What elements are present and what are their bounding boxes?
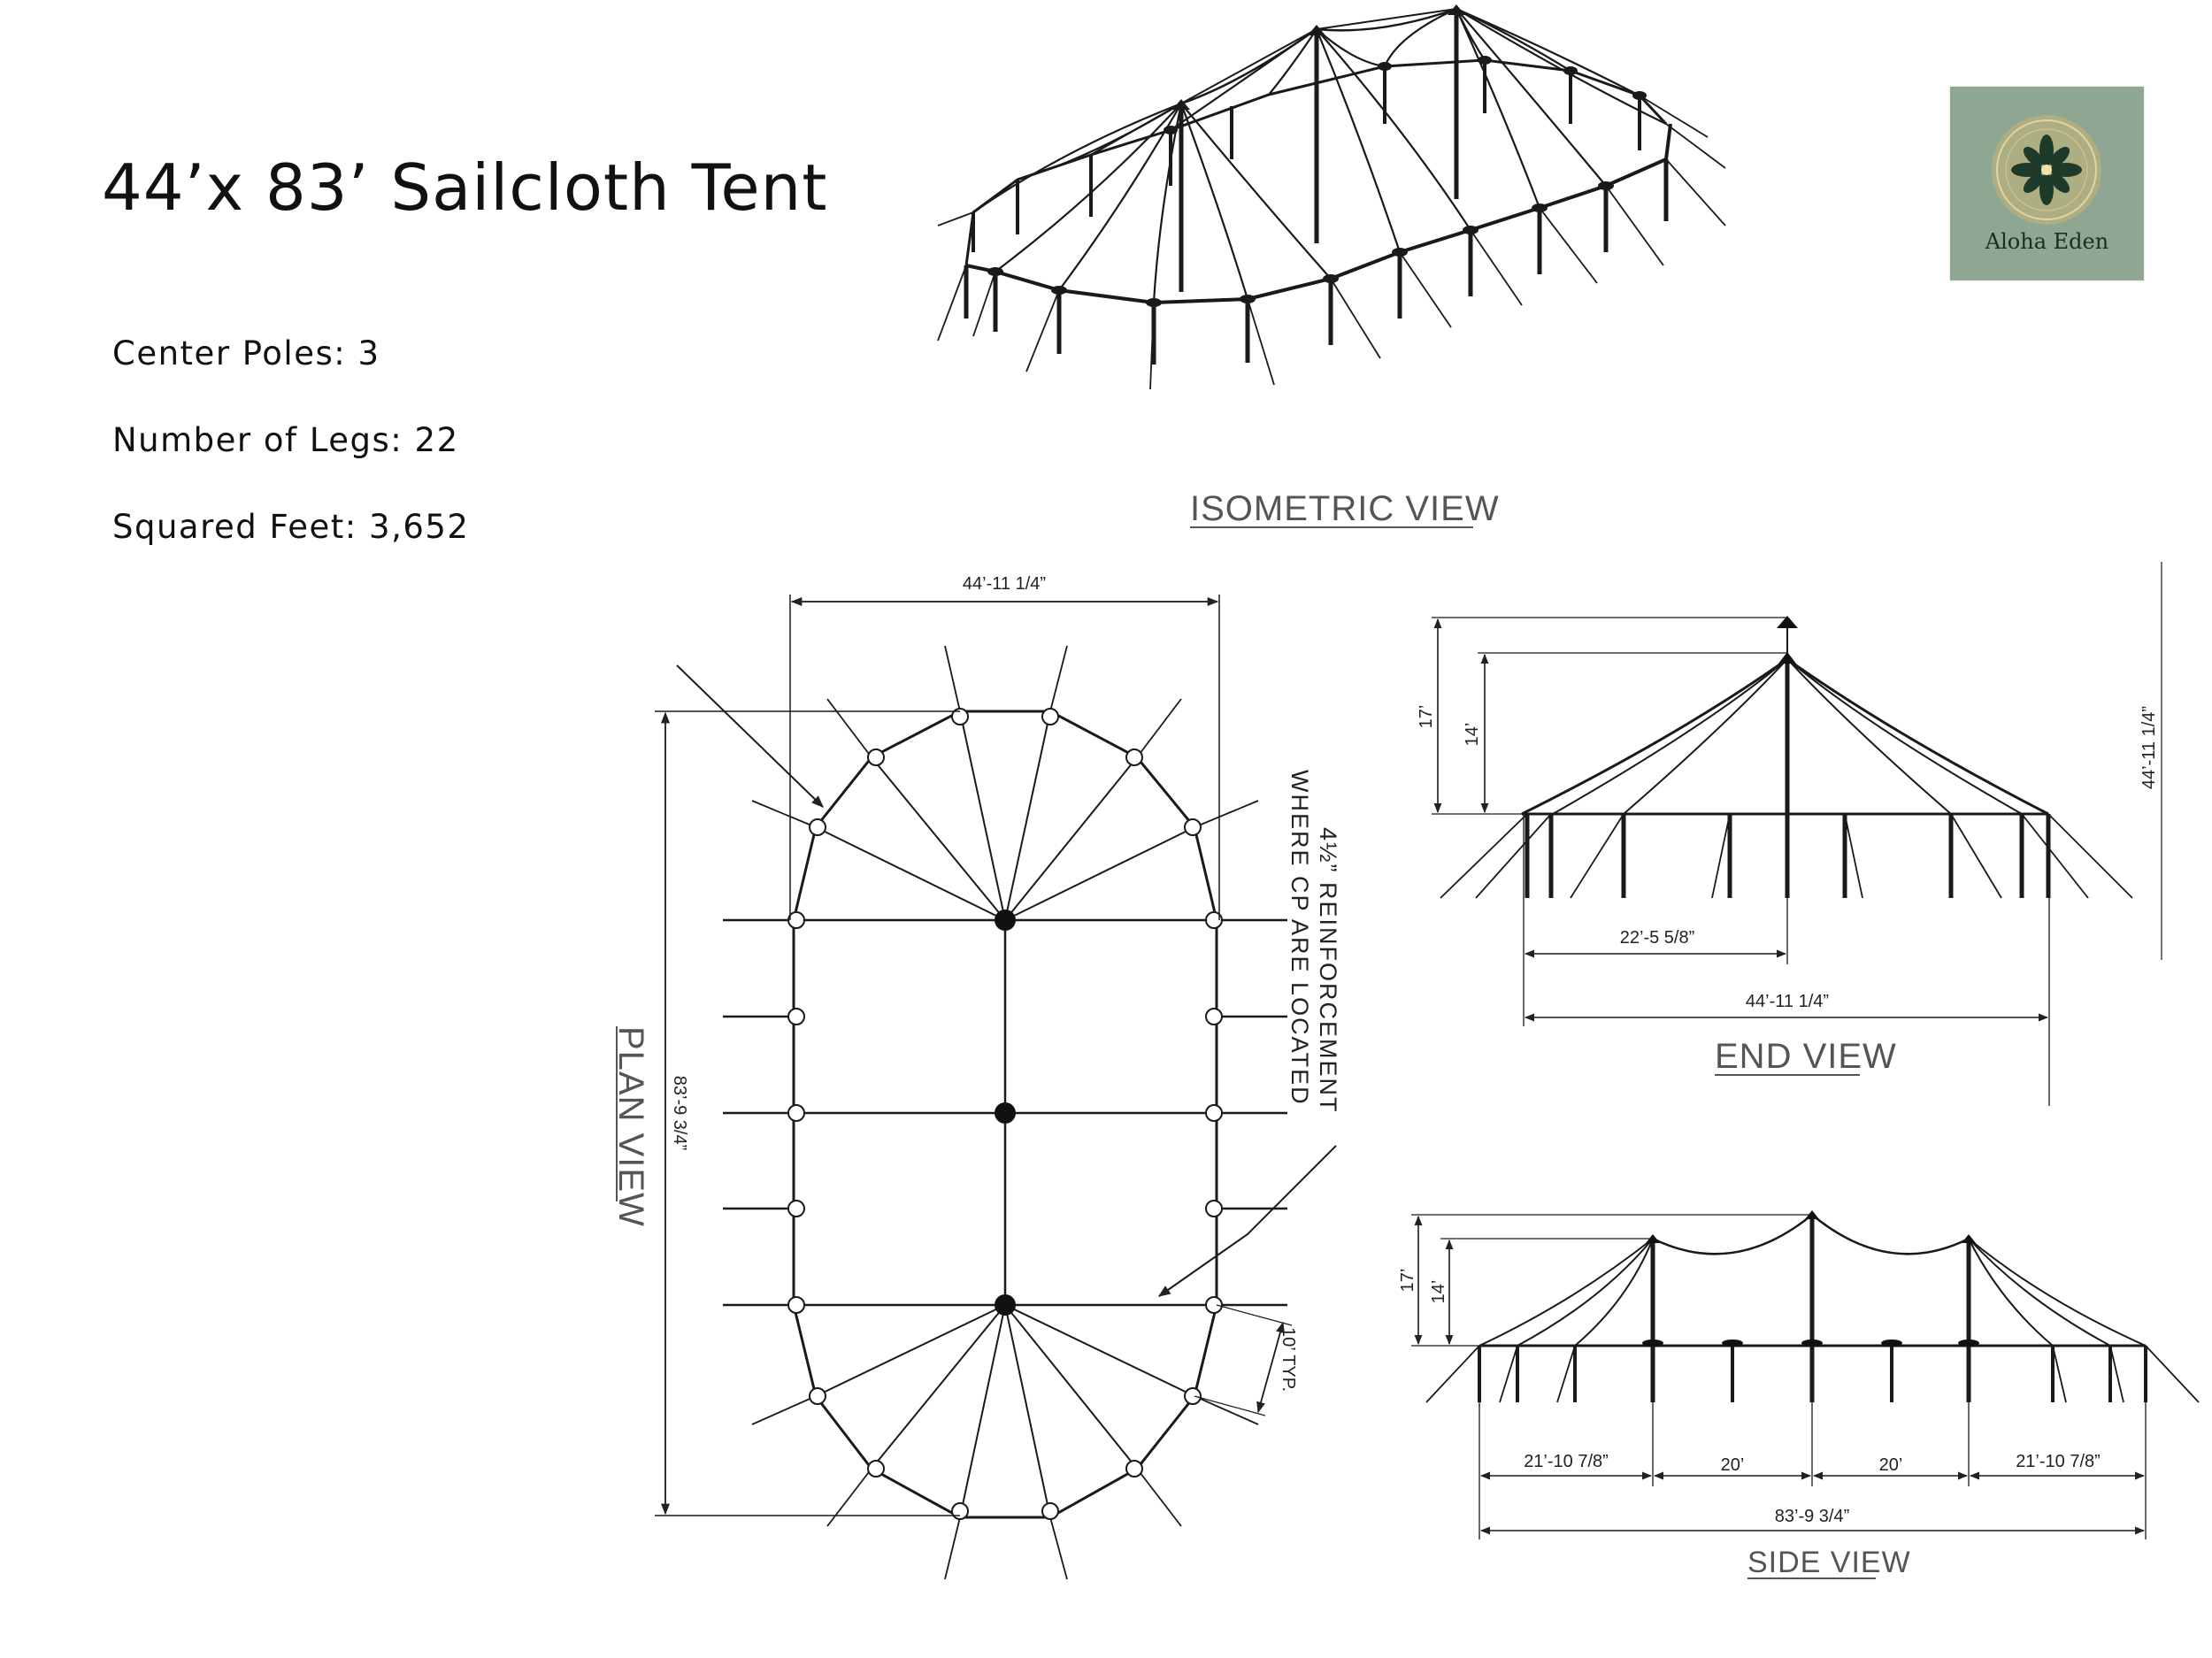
logo-text: Aloha Eden <box>1985 229 2109 254</box>
end-height-eave: 14’ <box>1463 723 1482 747</box>
isometric-view-label: ISOMETRIC VIEW <box>1190 489 1500 528</box>
end-view-label: END VIEW <box>1715 1037 1897 1076</box>
plan-view <box>655 595 1337 1580</box>
end-side-dimension: 44’-11 1/4” <box>2139 706 2159 789</box>
end-height-total: 17’ <box>1417 705 1436 729</box>
spec-number-of-legs: Number of Legs: 22 <box>112 421 459 459</box>
plan-width-dimension: 44’-11 1/4” <box>963 574 1046 594</box>
brand-logo: Aloha Eden <box>1950 87 2144 280</box>
plan-length-dimension: 83’-9 3/4” <box>670 1076 689 1151</box>
spec-center-poles: Center Poles: 3 <box>112 334 380 372</box>
side-height-total: 17’ <box>1398 1269 1417 1293</box>
end-half-width: 22’-5 5/8” <box>1620 928 1695 948</box>
side-segment-1: 21’-10 7/8” <box>1524 1452 1609 1471</box>
end-view <box>1432 562 2162 1106</box>
spec-squared-feet: Squared Feet: 3,652 <box>112 508 470 546</box>
plan-view-label: PLAN VIEW <box>611 1026 650 1227</box>
page-title: 44’x 83’ Sailcloth Tent <box>102 150 828 225</box>
side-view-label: SIDE VIEW <box>1747 1546 1911 1579</box>
lotus-mandala-icon <box>1992 115 2101 225</box>
leg-spacing-dimension: 10’ TYP. <box>1279 1327 1298 1392</box>
side-segment-3: 20’ <box>1879 1455 1903 1475</box>
side-view <box>1411 1210 2200 1539</box>
end-width: 44’-11 1/4” <box>1746 992 1829 1011</box>
side-segment-4: 21’-10 7/8” <box>2016 1452 2101 1471</box>
side-height-eave: 14’ <box>1429 1280 1448 1304</box>
isometric-view <box>937 4 1726 390</box>
reinforcement-note-line2: WHERE CP ARE LOCATED <box>1286 770 1313 1106</box>
side-segment-2: 20’ <box>1721 1455 1745 1475</box>
side-length: 83’-9 3/4” <box>1775 1507 1850 1526</box>
reinforcement-note-line1: 4½” REINFORCEMENT <box>1315 827 1341 1114</box>
